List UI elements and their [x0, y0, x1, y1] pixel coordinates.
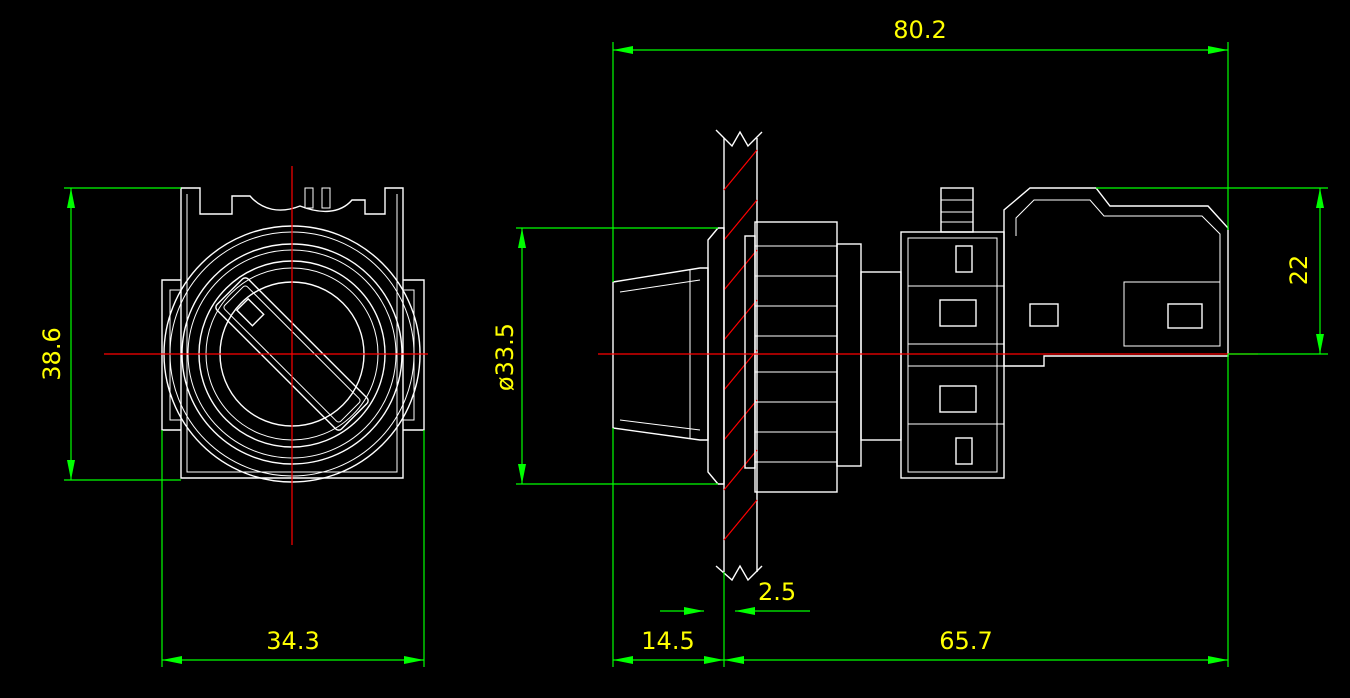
side-nut [754, 221, 838, 493]
terminal-housing-inner [1015, 199, 1221, 347]
dim-label-front-protrusion: 14.5 [641, 627, 694, 655]
contact-terminal-slot [955, 245, 973, 273]
dim-label-panel-thickness: 2.5 [758, 578, 796, 606]
side-collar [836, 243, 862, 467]
contact-terminal-slot [955, 437, 973, 465]
panel-hatching [723, 149, 758, 541]
dim-panel-thickness: 2.5 [660, 578, 810, 615]
panel-break-bottom [715, 564, 763, 582]
panel-break-top [715, 129, 763, 148]
terminal-slot [1167, 303, 1203, 329]
contact-terminal-slot [939, 385, 977, 413]
dim-label-overall-length: 80.2 [893, 16, 946, 44]
dim-overall-length: 80.2 [612, 16, 1229, 282]
side-nut-ribs [755, 245, 837, 463]
dim-bezel-diameter: ø33.5 [491, 227, 718, 485]
dim-label-terminal-height: 22 [1285, 255, 1313, 286]
dim-lower-lengths: 14.5 65.7 [612, 354, 1229, 667]
dim-front-height: 38.6 [38, 187, 181, 481]
dim-label-front-width: 34.3 [266, 627, 319, 655]
side-view [598, 129, 1258, 582]
front-left-tab [161, 279, 181, 431]
dim-label-rear-length: 65.7 [939, 627, 992, 655]
dim-label-bezel-diameter: ø33.5 [491, 323, 519, 391]
terminal-slot [1029, 303, 1059, 327]
contact-terminal-slot [939, 299, 977, 327]
dim-label-front-height: 38.6 [38, 327, 66, 380]
front-top-slot [304, 187, 314, 209]
dim-front-width: 34.3 [161, 430, 425, 667]
dim-terminal-height: 22 [1096, 187, 1328, 355]
terminal-housing [1003, 187, 1229, 367]
contact-block [900, 231, 1005, 479]
front-body-outline [180, 187, 404, 479]
side-stem [860, 271, 902, 441]
front-right-tab [403, 279, 425, 431]
side-bezel [707, 227, 725, 485]
front-view [104, 166, 428, 545]
terminal-screw [940, 187, 974, 233]
front-top-slot [321, 187, 331, 209]
side-nut-edge [744, 235, 756, 469]
contact-block-inner [907, 237, 998, 473]
front-selector-handle [215, 277, 369, 431]
